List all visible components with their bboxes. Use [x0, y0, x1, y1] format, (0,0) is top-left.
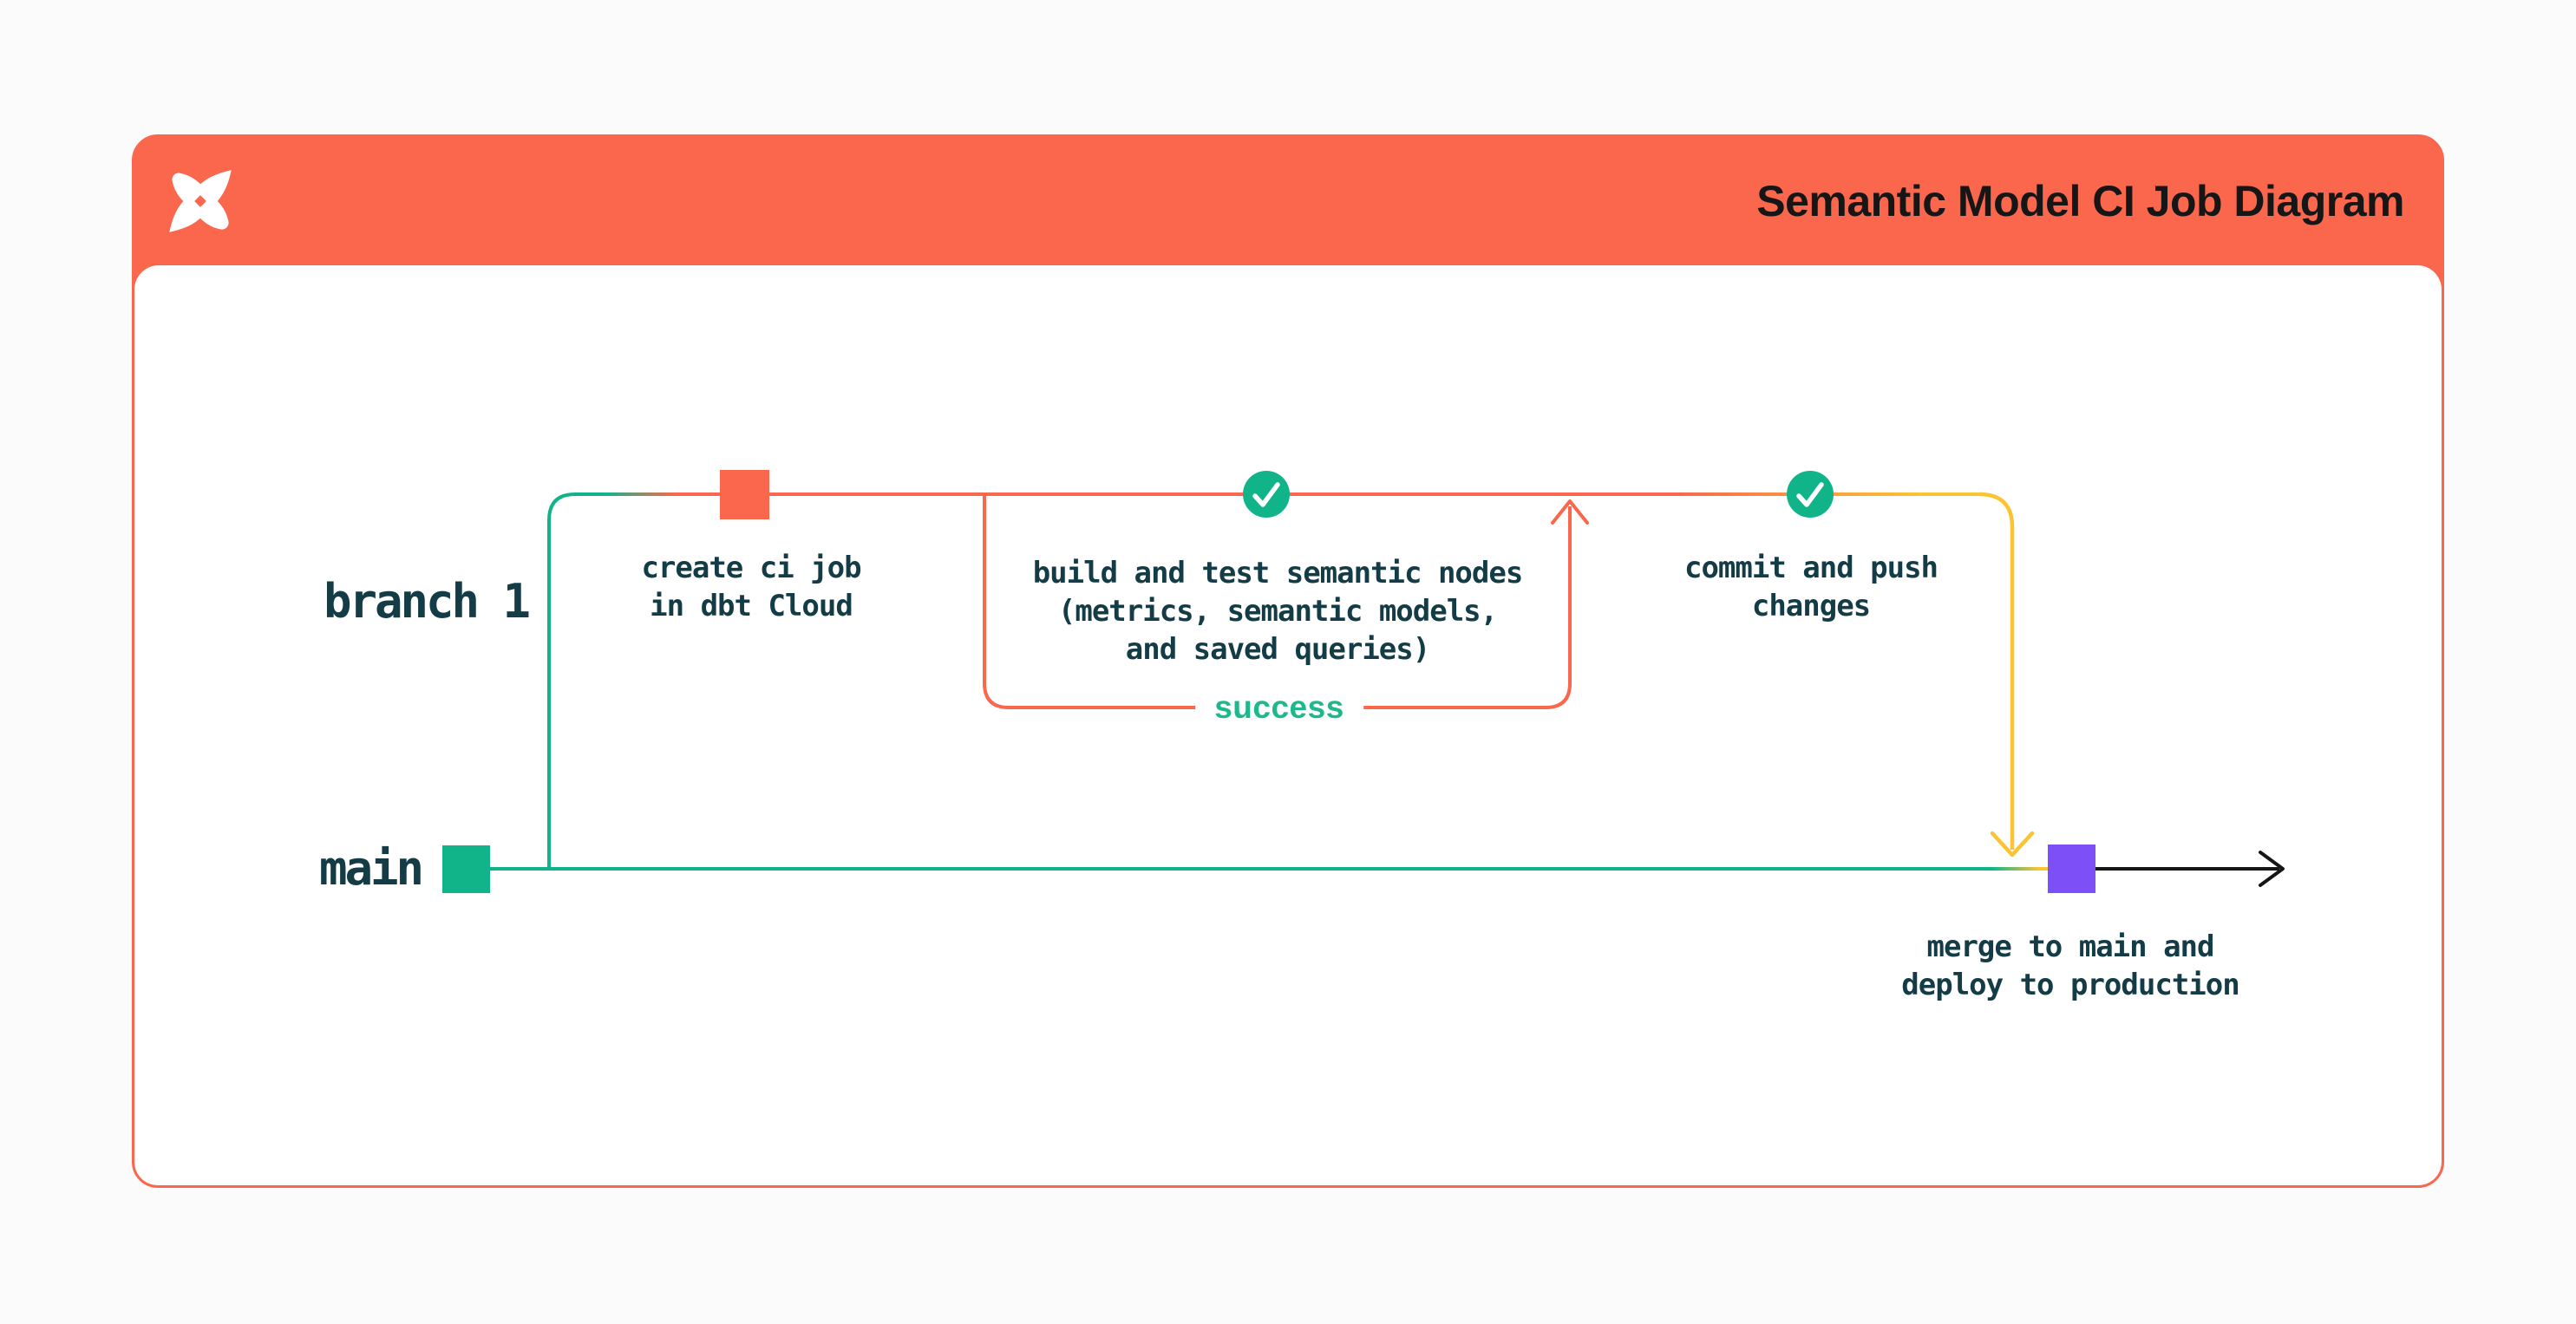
step-label-commit-push-changes: commit and push changes — [1684, 551, 1939, 623]
branch-1-label: branch 1 — [323, 574, 531, 629]
step-label-build-test-semantic-nodes: build and test semantic nodes (metrics, … — [1032, 556, 1524, 667]
main-label: main — [318, 841, 424, 896]
step-label-merge-deploy: merge to main and deploy to production — [1901, 929, 2239, 1002]
dbt-logo-icon — [169, 170, 232, 232]
success-badge: success — [1195, 688, 1363, 727]
page-title: Semantic Model CI Job Diagram — [1756, 177, 2404, 225]
card-header: Semantic Model CI Job Diagram — [134, 137, 2442, 265]
step-label-create-ci-job: create ci job in dbt Cloud — [641, 551, 861, 623]
